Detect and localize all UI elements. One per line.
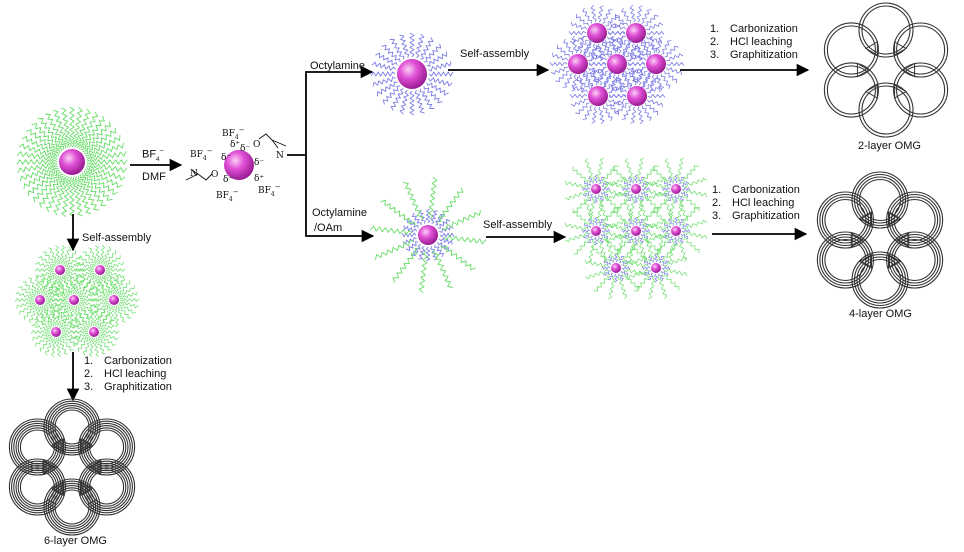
nanoparticle-core (109, 295, 119, 305)
process-steps-top: 1.Carbonization 2.HCl leaching 3.Graphit… (710, 23, 798, 62)
self-assembly-label-bottom: Self-assembly (483, 219, 553, 231)
nanoparticle-bare (224, 150, 254, 180)
assembly-particle-mixed (624, 236, 688, 300)
nanoparticle-core (591, 184, 601, 194)
step-item: 2.HCl leaching (712, 197, 795, 209)
process-steps-middle: 1.Carbonization 2.HCl leaching 3.Graphit… (712, 184, 800, 223)
reagent-dmf-label: DMF (142, 171, 166, 183)
partial-charge-3: δ⁻ (254, 158, 265, 168)
partial-charge-5: δ⁺ (230, 140, 241, 150)
nanoparticle-core (69, 295, 79, 305)
nanoparticle-core (95, 265, 105, 275)
assembly-particle-mixed (564, 199, 628, 263)
reagent-bf4-label: BF4− (142, 148, 164, 163)
assembly-particle-green (68, 306, 120, 358)
nanoparticle-core (631, 226, 641, 236)
nanoparticle-mixed-ligand (369, 176, 487, 294)
nanoparticle-core (418, 225, 438, 245)
product-2-layer-label: 2-layer OMG (858, 140, 921, 152)
step-item: 1.Carbonization (710, 23, 798, 35)
step-item: 3.Graphitization (84, 381, 172, 393)
step-item: 2.HCl leaching (710, 36, 793, 48)
assembly-particle-blue (627, 35, 685, 93)
arrow-to-octylamine (287, 65, 374, 156)
omg-4-layer (816, 171, 944, 309)
bf4-label-top: BF4− (222, 126, 245, 141)
step-item: 2.HCl leaching (84, 368, 167, 380)
omg-2-layer (823, 2, 949, 138)
arrow-to-mixed-ligand (305, 155, 375, 243)
nanoparticle-core (568, 54, 588, 74)
assembly-particle-blue (607, 4, 665, 62)
step-item: 3.Graphitization (712, 210, 800, 222)
product-4-layer-label: 4-layer OMG (849, 308, 912, 320)
nanoparticle-core (55, 265, 65, 275)
assembly-particle-green (30, 306, 82, 358)
arrows-layer (66, 63, 810, 402)
nanoparticle-core (651, 263, 661, 273)
omg-structures-layer (8, 2, 949, 536)
nanoparticle-core (397, 59, 427, 89)
partial-charge-1: δ⁻ (221, 153, 232, 163)
oxygen-label-top: O (253, 140, 261, 150)
partial-charge-6: δ⁺ (254, 174, 265, 184)
nanoparticle-core (588, 86, 608, 106)
assembly-particle-blue (569, 67, 627, 125)
nanoparticle-core (587, 23, 607, 43)
nanoparticle-core (631, 184, 641, 194)
step-item: 1.Carbonization (84, 355, 172, 367)
bf4-label-bottom: BF4− (216, 188, 239, 203)
step-item: 3.Graphitization (710, 49, 798, 61)
nanoparticle-core (646, 54, 666, 74)
nanoparticle-core (671, 184, 681, 194)
assembly-particle-mixed (604, 157, 668, 221)
process-steps-left: 1.Carbonization 2.HCl leaching 3.Graphit… (84, 355, 172, 394)
nanoparticle-core (607, 54, 627, 74)
nanoparticle-core (611, 263, 621, 273)
assembly-particle-mixed (644, 157, 708, 221)
oam-label-bottom: /OAm (314, 222, 343, 234)
partial-charge-4: δ⁻ (223, 175, 234, 185)
dmf-bond-sketch (185, 133, 287, 181)
bf4-label-right: BF4− (258, 183, 281, 198)
nanoparticle-core (35, 295, 45, 305)
nitrogen-label-top: N (276, 151, 284, 161)
product-6-layer-label: 6-layer OMG (44, 535, 107, 547)
assembly-particle-blue (549, 35, 607, 93)
nanoparticle-core (591, 226, 601, 236)
nanoparticle-octylamine (370, 32, 454, 116)
self-assembly-label-top: Self-assembly (460, 48, 530, 60)
nanoparticle-core (671, 226, 681, 236)
assembly-particle-blue (608, 67, 666, 125)
nanoparticle-core (224, 150, 254, 180)
oxygen-label-bottom: O (211, 170, 219, 180)
nanoparticle-core (627, 86, 647, 106)
assembly-particle-green (74, 244, 126, 296)
nanoparticle-core (89, 327, 99, 337)
step-item: 1.Carbonization (712, 184, 800, 196)
nanoparticle-oleylamine (16, 106, 128, 218)
nanoparticle-core (59, 149, 85, 175)
assembly-particle-blue (568, 4, 626, 62)
nanoparticle-core (51, 327, 61, 337)
assembly-particle-mixed (584, 236, 648, 300)
nanoparticle-core (626, 23, 646, 43)
omg-6-layer (8, 398, 136, 536)
nitrogen-label-bottom: N (190, 169, 198, 179)
assembly-particle-green (88, 274, 140, 326)
octylamine-label-top: Octylamine (310, 60, 366, 72)
octylamine-label-bottom: Octylamine (312, 207, 368, 219)
partial-charge-2: δ⁻ (240, 144, 251, 154)
assembly-particle-mixed (644, 199, 708, 263)
nanoparticles-layer (14, 4, 708, 358)
self-assembly-label-left: Self-assembly (82, 232, 152, 244)
bf4-label-left: BF4− (190, 147, 213, 162)
